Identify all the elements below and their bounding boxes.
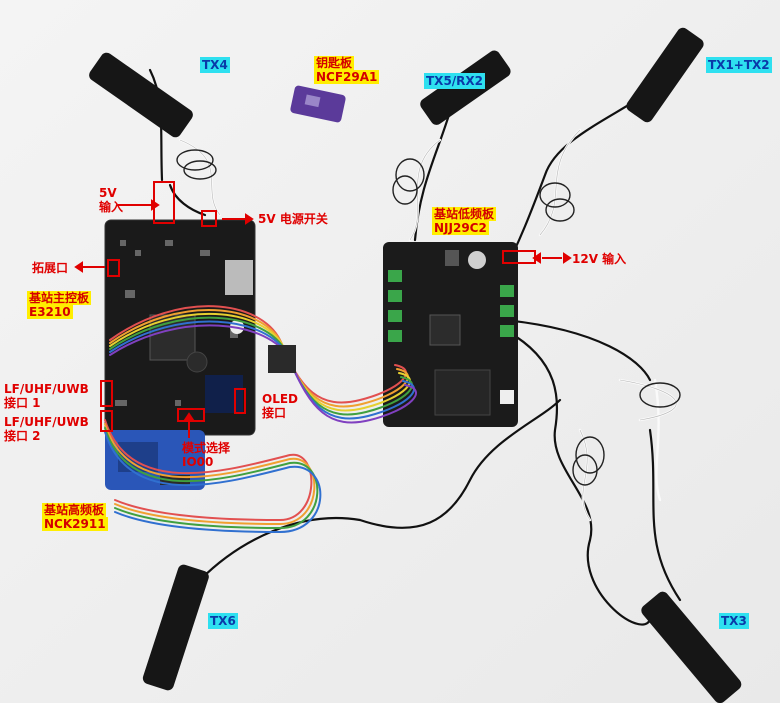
ribbon-connector xyxy=(268,345,296,373)
lf-uhf-uwb-port-2-label: LF/UHF/UWB 接口 2 xyxy=(4,415,89,443)
port-1-line1: LF/UHF/UWB xyxy=(4,382,89,396)
oled-line2: 接口 xyxy=(262,406,287,420)
key-board-pcb xyxy=(290,85,346,123)
lf-board-pcb xyxy=(383,242,518,427)
port-2-line1: LF/UHF/UWB xyxy=(4,415,89,429)
key-board-part: NCF29A1 xyxy=(314,70,380,84)
5v-input-label: 5V 输入 xyxy=(99,186,123,214)
12v-input-box xyxy=(502,250,536,264)
hf-board-name: 基站高频板 xyxy=(42,503,107,517)
port-2-line2: 接口 2 xyxy=(4,429,41,443)
oled-port-label: OLED 接口 xyxy=(262,392,298,420)
5v-power-switch-label: 5V 电源开关 xyxy=(258,212,328,226)
red-arrows xyxy=(74,199,572,438)
5v-input-connector-box xyxy=(153,181,175,224)
5v-input-line2: 输入 xyxy=(99,200,124,214)
expansion-port-box xyxy=(107,259,120,277)
oled-port-box xyxy=(234,388,246,414)
antenna-label-tx6: TX6 xyxy=(208,613,238,629)
main-board-name: 基站主控板 xyxy=(27,291,92,305)
antenna-label-tx3: TX3 xyxy=(719,613,749,629)
key-board-label: 钥匙板 NCF29A1 xyxy=(314,56,380,84)
antenna-label-tx1-tx2: TX1+TX2 xyxy=(706,57,772,73)
antenna-label-tx4: TX4 xyxy=(200,57,230,73)
hf-board-pcb xyxy=(105,430,205,490)
hf-board-label: 基站高频板 NCK2911 xyxy=(42,503,108,531)
ribbon-cables xyxy=(104,305,417,534)
key-board-name: 钥匙板 xyxy=(314,56,355,70)
mode-select-label: 模式选择 IO00 xyxy=(182,441,230,469)
antenna-bars xyxy=(89,27,742,703)
lf-uhf-uwb-port-1-label: LF/UHF/UWB 接口 1 xyxy=(4,382,89,410)
main-board-label: 基站主控板 E3210 xyxy=(27,291,92,319)
5v-input-line1: 5V xyxy=(99,186,117,200)
lf-board-part: NJJ29C2 xyxy=(432,221,489,235)
12v-input-label: 12V 输入 xyxy=(572,252,627,266)
5v-power-switch-box xyxy=(201,210,217,227)
mode-select-line1: 模式选择 xyxy=(182,441,231,455)
lf-uhf-uwb-port-2-box xyxy=(100,410,113,432)
hf-board-part: NCK2911 xyxy=(42,517,108,531)
lf-board-name: 基站低频板 xyxy=(432,207,497,221)
port-1-line2: 接口 1 xyxy=(4,396,41,410)
lf-uhf-uwb-port-1-box xyxy=(100,380,113,407)
lf-board-label: 基站低频板 NJJ29C2 xyxy=(432,207,497,235)
oled-line1: OLED xyxy=(262,392,299,406)
mode-select-box xyxy=(177,408,205,422)
expansion-port-label: 拓展口 xyxy=(32,261,69,275)
antenna-label-tx5-rx2: TX5/RX2 xyxy=(424,73,486,89)
cable-coils xyxy=(176,149,681,486)
main-board-part: E3210 xyxy=(27,305,73,319)
mode-select-line2: IO00 xyxy=(182,455,214,469)
